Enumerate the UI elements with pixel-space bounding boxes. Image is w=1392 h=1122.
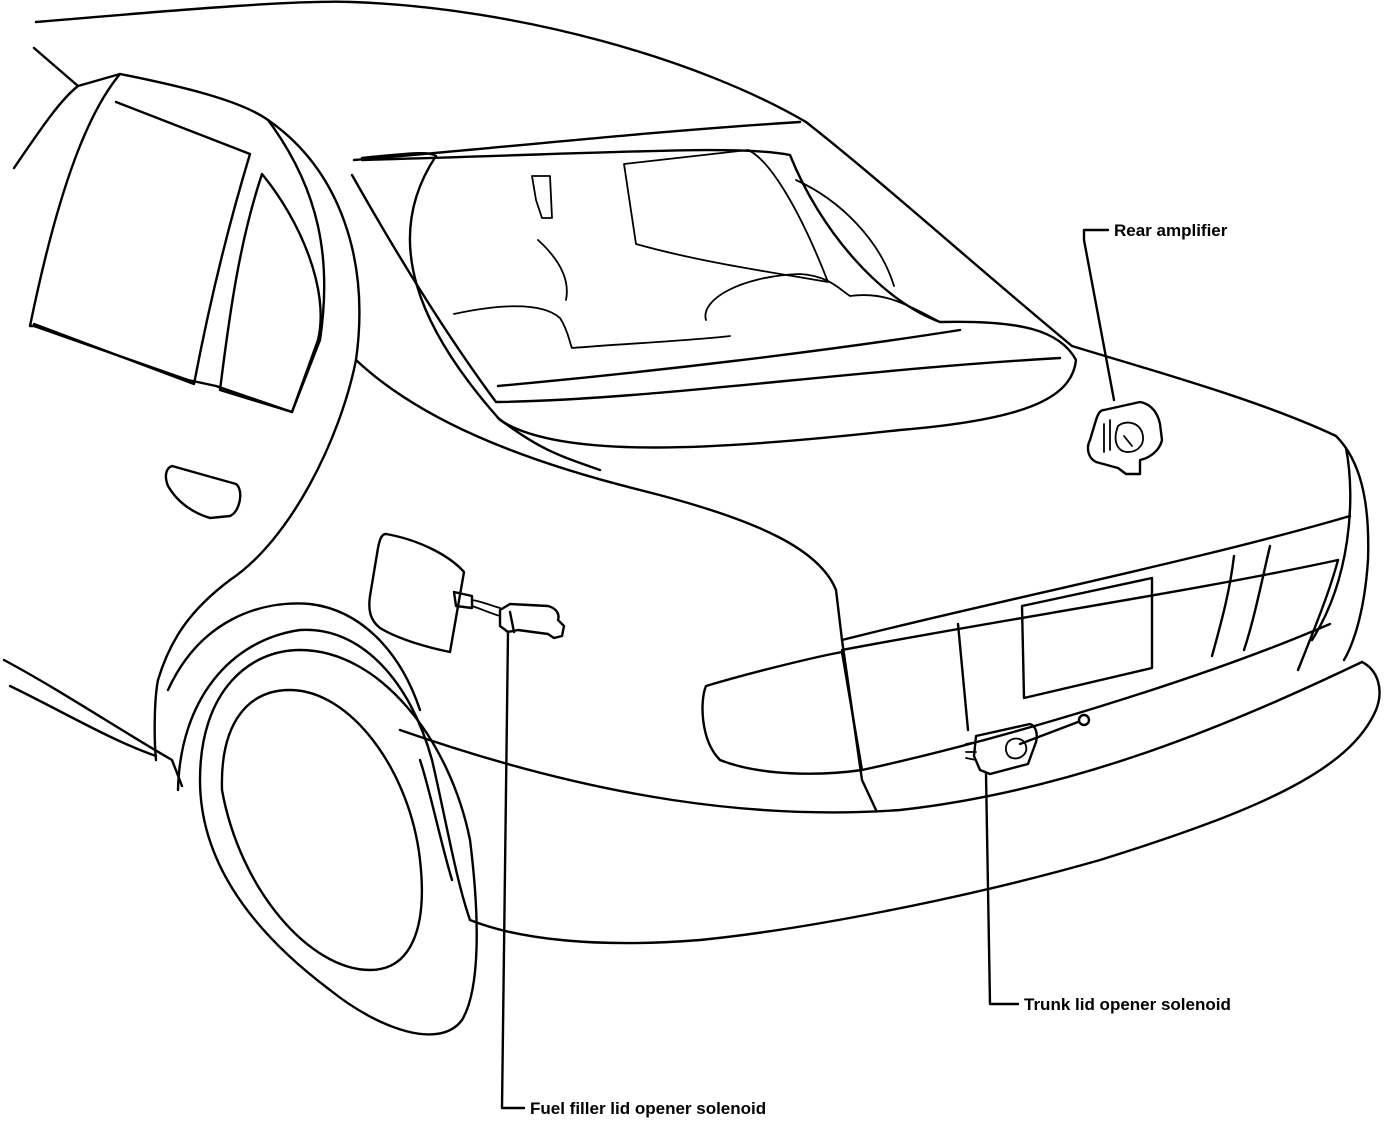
- rear-bumper-top: [398, 660, 1364, 814]
- trunk-right-edge: [1310, 446, 1352, 642]
- rear-quarter: [354, 358, 878, 812]
- fuel-filler-solenoid-component: [452, 590, 566, 640]
- side-window-front-inner: [12, 84, 80, 170]
- trunk-deck: [1070, 344, 1370, 662]
- rear-window-inner: [350, 173, 1062, 404]
- side-window-front: [28, 46, 122, 328]
- rear-window-frame: [352, 120, 802, 162]
- rear-amplifier-component: [1086, 400, 1164, 476]
- sill-line: [8, 684, 158, 758]
- tail-light-divider-2: [1210, 554, 1236, 658]
- rear-wheel-rim: [220, 688, 424, 972]
- wheel-arch-inner: [166, 602, 422, 712]
- door-handle: [164, 464, 242, 520]
- tail-panel: [840, 558, 1340, 652]
- rear-tyre-outer: [198, 648, 478, 1036]
- tail-light-divider-1: [956, 622, 970, 732]
- rear-seat-left: [453, 305, 731, 349]
- lower-side: [2, 658, 184, 788]
- tail-light-divider-3: [1242, 544, 1272, 652]
- side-window-rear: [32, 72, 326, 414]
- leader-lines: [500, 228, 1116, 1110]
- leader-fuel-solenoid: [500, 630, 526, 1110]
- license-plate-recess: [1020, 576, 1154, 700]
- label-rear-amplifier: Rear amplifier: [1114, 221, 1228, 240]
- label-fuel-filler-lid-opener-solenoid: Fuel filler lid opener solenoid: [530, 1099, 766, 1118]
- leader-rear-amplifier: [1082, 228, 1116, 402]
- parcel-shelf: [496, 328, 962, 388]
- trunk-lid-edge: [496, 416, 602, 472]
- label-trunk-lid-opener-solenoid: Trunk lid opener solenoid: [1024, 995, 1231, 1014]
- fuel-filler-lid: [368, 532, 466, 654]
- leader-trunk-solenoid: [984, 772, 1020, 1006]
- rear-bumper-body: [468, 660, 1381, 945]
- quarter-window: [218, 172, 322, 414]
- front-window-seen: [623, 149, 829, 283]
- car-body: [2, 0, 1381, 1036]
- c-pillar-outer: [228, 118, 361, 582]
- tail-panel-lower: [860, 622, 1332, 772]
- tail-light-divider-4: [1296, 558, 1340, 672]
- c-pillar-inner: [795, 179, 895, 287]
- door-cut: [153, 578, 232, 762]
- headrest-left: [531, 175, 553, 219]
- wheel-arch: [176, 628, 472, 922]
- tail-light-band: [701, 650, 864, 775]
- rear-door-window: [32, 100, 252, 386]
- trunk-solenoid-component: [965, 713, 1091, 776]
- trunk-rear-edge: [840, 514, 1352, 642]
- rear-window-outline: [360, 148, 1078, 449]
- rear-bumper-side: [418, 758, 454, 882]
- seat-back-left: [537, 239, 568, 301]
- roof-line: [34, 0, 1074, 348]
